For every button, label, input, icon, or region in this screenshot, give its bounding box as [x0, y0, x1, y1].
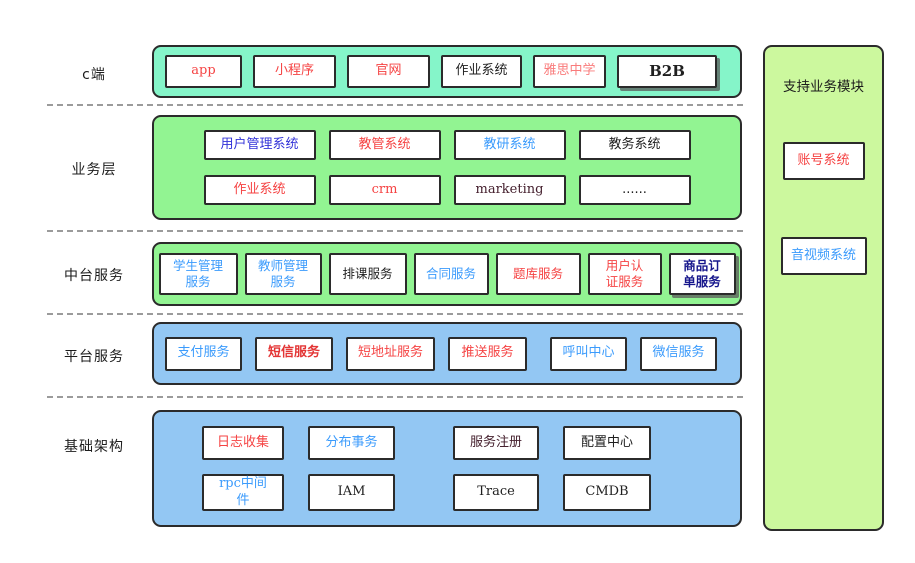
box-contract-service: 合同服务: [413, 253, 489, 295]
box-product-order-service: 商品订 单服务: [668, 253, 736, 295]
box-short-url-service: 短地址服务: [346, 336, 435, 371]
box-account-system: 账号系统: [782, 142, 865, 180]
box-more-ellipsis: ......: [578, 175, 691, 205]
business-layer-container: 用户管理系统 教管系统 教研系统 教务系统 作业系统 crm marketing…: [152, 115, 742, 220]
box-b2b: B2B: [617, 55, 717, 88]
layer-label-c-side: c端: [82, 67, 106, 83]
box-push-service: 推送服务: [448, 336, 527, 371]
box-payment-service: 支付服务: [165, 336, 242, 371]
box-ielts-middle-school: 雅思中学: [533, 55, 606, 88]
support-modules-title: 支持业务模块: [783, 79, 864, 95]
box-homework-system: 作业系统: [441, 55, 522, 88]
box-log-collection: 日志收集: [202, 426, 284, 461]
box-call-center: 呼叫中心: [550, 336, 627, 371]
box-academic-system: 教务系统: [578, 130, 691, 160]
box-student-mgmt-service: 学生管理 服务: [158, 253, 238, 295]
box-teacher-mgmt-service: 教师管理 服务: [244, 253, 322, 295]
box-app: app: [165, 55, 242, 88]
box-mini-program: 小程序: [253, 55, 336, 88]
box-homework-system-biz: 作业系统: [203, 175, 316, 205]
layer-label-middle-platform: 中台服务: [64, 268, 124, 284]
box-user-mgmt-system: 用户管理系统: [203, 130, 316, 160]
separator-line: [47, 396, 743, 398]
box-crm: crm: [328, 175, 441, 205]
support-modules-panel: 支持业务模块 账号系统 音视频系统: [763, 45, 884, 531]
box-audio-video-system: 音视频系统: [780, 237, 867, 275]
box-cmdb: CMDB: [563, 474, 651, 511]
separator-line: [47, 313, 743, 315]
box-service-registry: 服务注册: [453, 426, 539, 461]
box-iam: IAM: [308, 474, 395, 511]
separator-line: [47, 230, 743, 232]
box-distributed-transaction: 分布事务: [308, 426, 395, 461]
box-teaching-mgmt-system: 教管系统: [328, 130, 441, 160]
box-official-site: 官网: [347, 55, 430, 88]
box-config-center: 配置中心: [563, 426, 651, 461]
box-user-auth-service: 用户认 证服务: [587, 253, 662, 295]
c-side-container: app 小程序 官网 作业系统 雅思中学 B2B: [152, 45, 742, 98]
platform-services-container: 支付服务 短信服务 短地址服务 推送服务 呼叫中心 微信服务: [152, 322, 742, 385]
box-sms-service: 短信服务: [255, 336, 333, 371]
box-trace: Trace: [453, 474, 539, 511]
separator-line: [47, 104, 743, 106]
infrastructure-container: 日志收集 分布事务 服务注册 配置中心 rpc中间 件 IAM Trace CM…: [152, 410, 742, 527]
box-research-system: 教研系统: [453, 130, 566, 160]
layer-label-business: 业务层: [71, 162, 117, 178]
layer-label-platform: 平台服务: [64, 349, 124, 365]
box-rpc-middleware: rpc中间 件: [202, 474, 284, 511]
box-wechat-service: 微信服务: [640, 336, 717, 371]
box-scheduling-service: 排课服务: [328, 253, 407, 295]
middle-platform-container: 学生管理 服务 教师管理 服务 排课服务 合同服务 题库服务 用户认 证服务 商…: [152, 242, 742, 306]
layer-label-infrastructure: 基础架构: [64, 439, 124, 455]
box-marketing: marketing: [453, 175, 566, 205]
box-question-bank-service: 题库服务: [495, 253, 581, 295]
